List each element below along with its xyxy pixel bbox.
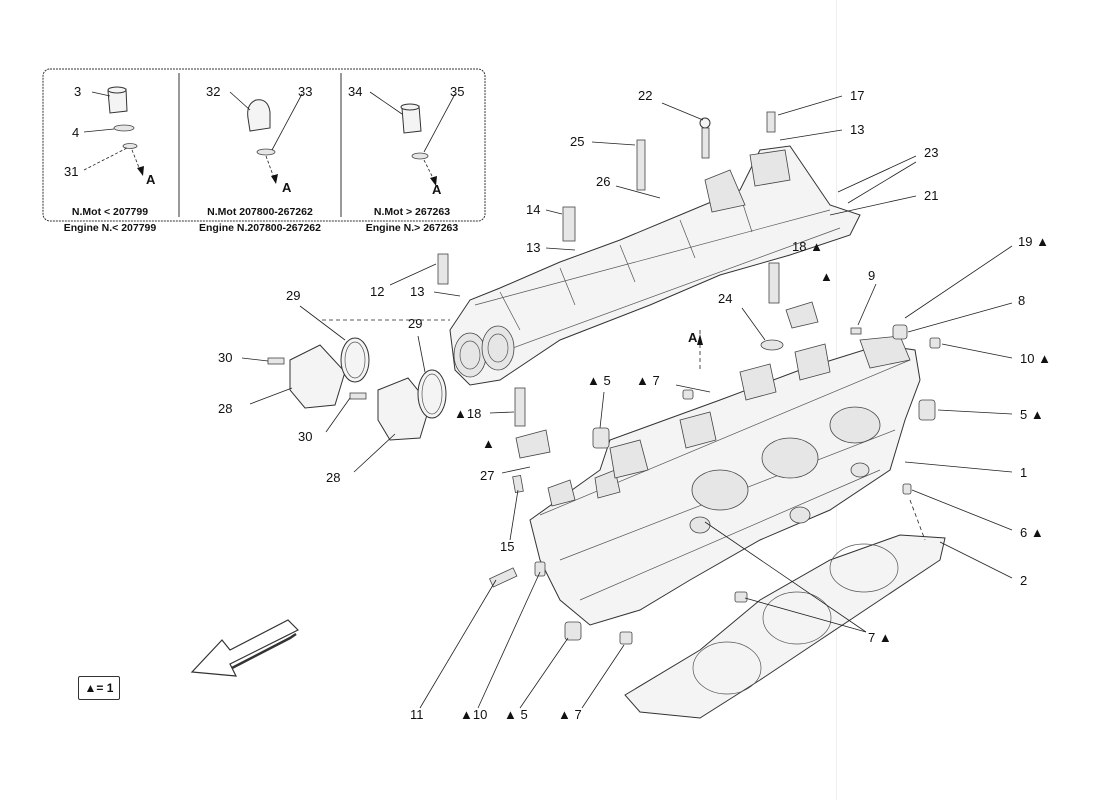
inset-panel-2: 32 33 A N.Mot 207800-267262 Engine N.207… [199,84,321,234]
inset-label-4: 4 [72,125,79,140]
callout-10-right: 10 ▲ [1020,351,1051,366]
callout-30-lower: 30 [298,429,312,444]
callout-13-middle: 13 [526,240,540,255]
callout-23: 23 [924,145,938,160]
inset-label-31: 31 [64,164,78,179]
callout-triangle-upper: ▲ [820,269,833,284]
callout-29-upper: 29 [286,288,300,303]
callout-18-lower: ▲18 [454,406,481,421]
inset-letter-A-3: A [432,182,442,197]
callout-11: 11 [410,707,424,722]
inset-label-3: 3 [74,84,81,99]
callout-6: 6 ▲ [1020,525,1044,540]
callout-10-bottom: ▲10 [460,707,487,722]
inset-letter-A: A [146,172,156,187]
callout-18-upper: 18 ▲ [792,239,823,254]
inset-label-33: 33 [298,84,312,99]
callout-5-top: ▲ 5 [587,373,611,388]
inset-label-35: 35 [450,84,464,99]
head-gasket [624,534,946,719]
inset-letter-A-2: A [282,180,292,195]
callout-30-upper: 30 [218,350,232,365]
callout-17: 17 [850,88,864,103]
inset-note-line1-3: N.Mot > 267263 [374,206,450,218]
callout-2: 2 [1020,573,1027,588]
callout-14: 14 [526,202,540,217]
callout-15: 15 [500,539,514,554]
inset-note-line2: Engine N.< 207799 [64,222,157,234]
callout-triangle-lower: ▲ [482,436,495,451]
callout-28-lower: 28 [326,470,340,485]
direction-arrow-icon [190,619,300,677]
bolts-and-small-parts [267,111,941,645]
callout-26: 26 [596,174,610,189]
callout-24: 24 [718,291,732,306]
callout-8: 8 [1018,293,1025,308]
callout-1: 1 [1020,465,1027,480]
inset-label-32: 32 [206,84,220,99]
inset-note-line1-2: N.Mot 207800-267262 [207,206,313,218]
callout-7-gasket: 7 ▲ [868,630,892,645]
inset-panel-3: 34 35 A N.Mot > 267263 Engine N.> 267263 [348,84,464,234]
callout-5-bottom: ▲ 5 [504,707,528,722]
inset-note-line1: N.Mot < 207799 [72,206,148,218]
callout-5-right: 5 ▲ [1020,407,1044,422]
callout-27: 27 [480,468,494,483]
pump-cover-lower [377,369,447,441]
inset-note-line2-2: Engine N.207800-267262 [199,222,321,234]
inset-box: 3 4 31 A N.Mot < 207799 Engine N.< 20779… [42,68,486,234]
callout-22: 22 [638,88,652,103]
leader-lines [241,95,1013,709]
callout-19: 19 ▲ [1018,234,1049,249]
inset-note-line2-3: Engine N.> 267263 [366,222,459,234]
callout-9: 9 [868,268,875,283]
callout-A-marker: A [688,330,698,345]
callout-21: 21 [924,188,938,203]
callout-13-top: 13 [850,122,864,137]
pump-cover-upper [289,337,370,409]
callout-28-upper: 28 [218,401,232,416]
callout-labels: 22 17 25 13 23 26 21 14 13 18 ▲ 19 ▲ 12 … [218,88,1051,722]
cylinder-head [529,335,921,626]
inset-panel-1: 3 4 31 A N.Mot < 207799 Engine N.< 20779… [64,84,157,234]
camshaft-housing [449,145,861,386]
callout-7-top: ▲ 7 [636,373,660,388]
callout-12: 12 [370,284,384,299]
callout-29-lower: 29 [408,316,422,331]
legend-quantity-note: ▲= 1 [78,676,120,700]
callout-7-bottom: ▲ 7 [558,707,582,722]
inset-label-34: 34 [348,84,362,99]
callout-13-left: 13 [410,284,424,299]
callout-25: 25 [570,134,584,149]
